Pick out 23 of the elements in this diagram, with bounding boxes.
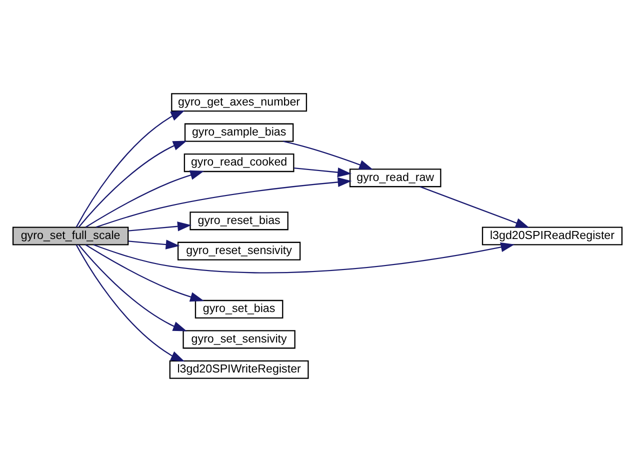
arrow (128, 240, 180, 250)
arrow (294, 167, 352, 178)
arrow (283, 140, 374, 170)
node-box: gyro_read_raw (349, 168, 442, 188)
node-box: gyro_reset_bias (190, 212, 288, 230)
arrow (420, 186, 530, 228)
arrow (96, 177, 352, 228)
node-box: gyro_reset_sensivity (177, 242, 301, 260)
node-box: gyro_set_bias (194, 300, 284, 318)
node-box: gyro_read_cooked (184, 154, 294, 172)
arrow (76, 110, 185, 228)
node-box: l3gd20SPIReadRegister (482, 226, 623, 246)
arrow (85, 170, 204, 228)
node-box: l3gd20SPIWriteRegister (169, 360, 309, 379)
arrow (78, 244, 187, 332)
node-box: gyro_get_axes_number (171, 93, 308, 112)
arrow (128, 222, 192, 232)
arrow (85, 244, 204, 302)
node-box: gyro_sample_bias (184, 123, 294, 142)
arrow (78, 140, 187, 228)
arrow (76, 244, 185, 362)
node-box: gyro_set_sensivity (182, 330, 296, 349)
node-box: gyro_set_full_scale (12, 226, 129, 246)
